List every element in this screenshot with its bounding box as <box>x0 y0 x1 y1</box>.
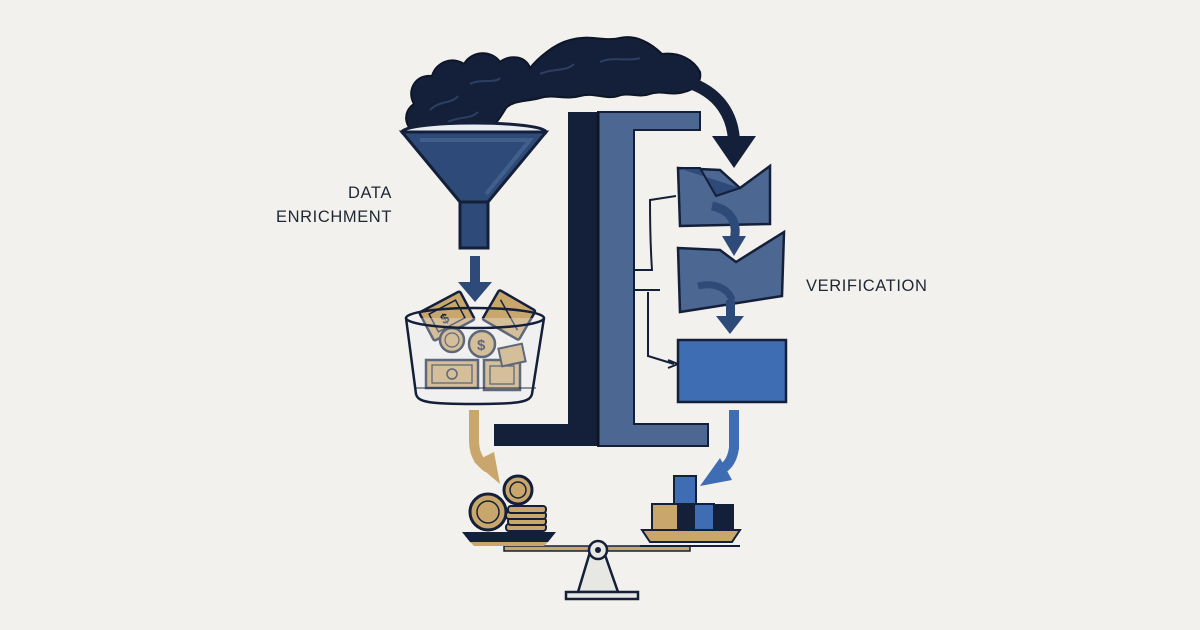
coin-icon <box>468 492 508 532</box>
glass-bowl-icon: $ $ <box>404 289 546 406</box>
money-bill-icon <box>497 342 527 368</box>
arrow-down-icon <box>469 410 500 484</box>
coin-icon <box>502 474 534 506</box>
l-shaped-pillar-icon <box>494 111 709 447</box>
stacked-coins <box>505 505 547 532</box>
coin-stack-icon <box>468 474 547 532</box>
data-enrichment-label-line1: DATA <box>348 184 392 202</box>
document-icon <box>676 163 772 228</box>
arrow-down-icon <box>458 256 492 302</box>
arrow-down-icon <box>700 410 739 486</box>
blue-block-icon <box>676 338 788 404</box>
document-icon <box>676 229 786 314</box>
svg-text:$: $ <box>477 337 486 354</box>
funnel-icon <box>398 121 550 250</box>
cube-stack-icon <box>651 475 734 531</box>
verification-label: VERIFICATION <box>806 277 928 295</box>
money-bill-icon <box>424 358 480 390</box>
data-enrichment-label: DATA ENRICHMENT <box>276 181 392 229</box>
curved-arrow-icon <box>710 201 746 256</box>
data-cloud-icon <box>405 36 702 140</box>
balance-scale-icon <box>462 529 742 601</box>
connector-lines <box>634 195 681 369</box>
arrow-down-icon <box>716 300 744 334</box>
coin-icon: $ <box>467 329 497 359</box>
curved-arrow-icon <box>678 74 756 168</box>
data-enrichment-label-line2: ENRICHMENT <box>276 208 392 226</box>
